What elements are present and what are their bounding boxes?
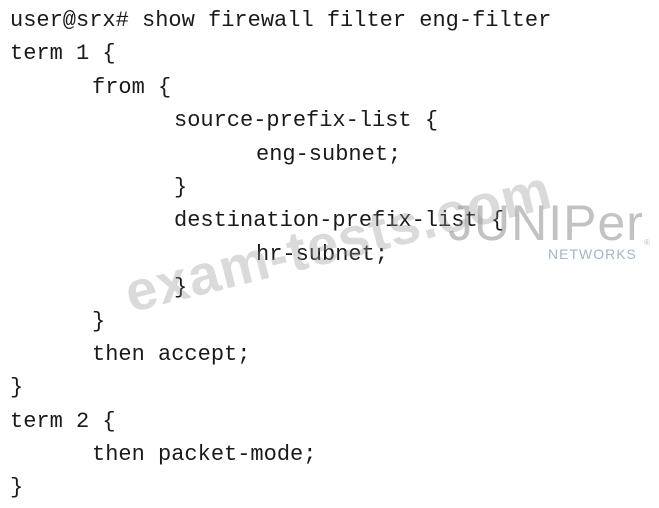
then-packet-mode: then packet-mode; (92, 442, 317, 468)
then-accept: then accept; (92, 341, 251, 367)
term-1-open: term 1 { (10, 41, 116, 67)
term-2-close: } (10, 475, 24, 501)
destination-prefix-list-close: } (174, 275, 188, 301)
source-prefix-list-close: } (174, 174, 188, 200)
juniper-logo: JUNIPer NETWORKS ® (448, 195, 650, 268)
source-prefix-value: eng-subnet; (256, 141, 402, 167)
destination-prefix-value: hr-subnet; (256, 241, 389, 267)
term-1-close: } (10, 375, 24, 401)
term-2-open: term 2 { (10, 408, 116, 434)
logo-subtitle: NETWORKS (548, 246, 637, 262)
destination-prefix-list-open: destination-prefix-list { (174, 208, 505, 234)
from-open: from { (92, 74, 172, 100)
source-prefix-list-open: source-prefix-list { (174, 108, 439, 134)
cli-output: user@srx# show firewall filter eng-filte… (10, 4, 551, 505)
logo-registered-mark: ® (644, 238, 650, 247)
cli-command-line: user@srx# show firewall filter eng-filte… (10, 8, 552, 33)
from-close: } (92, 308, 106, 334)
logo-wordmark: JUNIPer (448, 195, 644, 251)
